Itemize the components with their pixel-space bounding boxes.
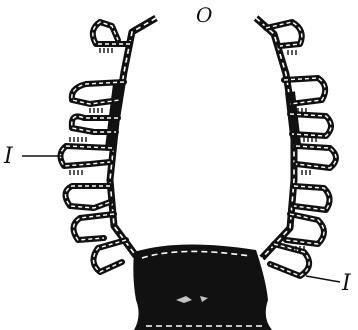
right-lobe-5 (294, 186, 330, 210)
left-lobe-6 (73, 214, 114, 240)
left-lobe-5 (65, 186, 110, 208)
opening-label: O (196, 3, 212, 27)
inner-layer-label-right: I (341, 271, 352, 296)
inner-layer-label-left: I (3, 144, 14, 169)
right-label-leader (306, 276, 340, 282)
left-wall (110, 18, 156, 256)
base-mass (133, 244, 272, 330)
